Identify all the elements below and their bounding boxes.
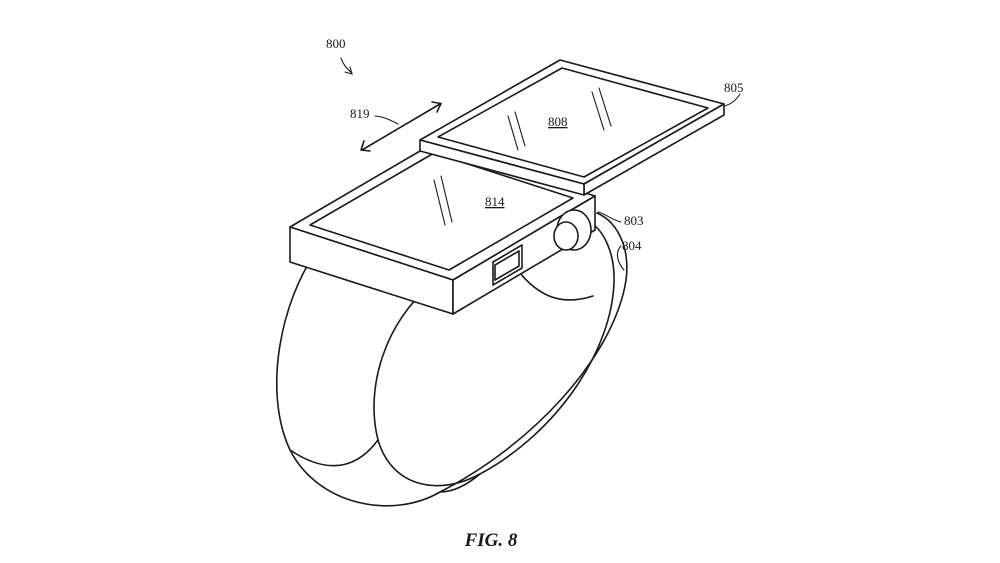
label-814: 814 (485, 194, 505, 209)
leader-lines (340, 57, 741, 271)
upper-display (437, 67, 709, 178)
label-819: 819 (350, 106, 370, 121)
label-803: 803 (624, 213, 644, 228)
label-804: 804 (622, 238, 642, 253)
upper-display-unit (419, 59, 725, 196)
figure-caption: FIG. 8 (464, 530, 518, 551)
label-805: 805 (724, 80, 744, 95)
label-808: 808 (548, 114, 568, 129)
reference-numerals: 800 819 808 805 814 803 804 (326, 36, 744, 253)
crown (553, 209, 592, 251)
label-800: 800 (326, 36, 346, 51)
motion-arrow (360, 101, 442, 152)
